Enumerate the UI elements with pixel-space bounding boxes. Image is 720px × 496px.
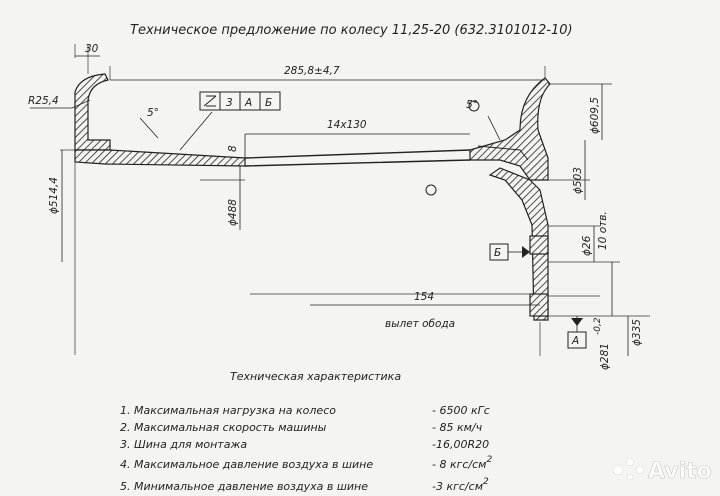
spec-value: -16,00R20 [432,438,489,451]
spec-value: - 6500 кГс [432,404,490,417]
dim-dia-609: ϕ609,5 [589,97,601,134]
datum-a-label: А [571,335,579,347]
spec-value: - 8 кгс/см2 [432,455,492,471]
spec-title: Техническая характеристика [230,370,401,383]
spec-label: 2. Максимальная скорость машины [120,421,327,434]
rim-base [74,149,246,167]
spec-value: -3 кгс/см2 [432,477,489,493]
dimension-lines [30,55,629,356]
wheel-disc [488,167,549,321]
tolerance-datum-1: А [244,97,252,109]
tolerance-datum-2: Б [265,97,272,109]
spec-label: 5. Минимальное давление воздуха в шине [120,480,368,493]
disc-hole-band [529,235,549,255]
spec-label: 1. Максимальная нагрузка на колесо [120,404,336,417]
dim-offset-8: 8 [227,145,239,152]
datum-a-triangle-icon [571,318,583,326]
dim-offset-label: вылет обода [385,318,455,330]
spec-label: 4. Максимальное давление воздуха в шине [120,458,373,471]
datum-b-arrow-icon [522,246,530,258]
dim-dia-488: ϕ488 [227,199,239,226]
tolerance-frame: 3 А Б [199,91,281,111]
dim-angle-right: 5° [466,99,478,111]
dim-dia-26: ϕ26 [581,235,593,256]
weld-mark [468,100,480,112]
weld-mark [425,184,437,196]
right-flange [469,77,551,181]
avito-watermark: Avito [612,457,712,484]
watermark-text: Avito [648,459,712,484]
tolerance-value: 3 [226,97,233,109]
runout-icon [203,95,217,107]
dim-dia-335: ϕ335 [631,319,643,346]
dim-dia-503: ϕ503 [572,167,584,194]
dim-offset-154: 154 [414,291,434,303]
spec-label: 3. Шина для монтажа [120,438,247,451]
dim-dia-281-tol: -0,2 [593,317,603,335]
construction-lines [60,44,650,356]
dim-dia-514: ϕ514,4 [48,177,60,214]
drop-center [244,149,471,167]
dim-flange-width: 30 [85,43,99,55]
dim-dia-281: ϕ281 [599,343,611,370]
spec-block: Техническая характеристика 1. Максимальн… [120,370,492,493]
dim-overall-width: 285,8±4,7 [284,65,340,77]
dim-holes-spacing: 14x130 [327,119,367,131]
dim-angle-left: 5° [147,107,159,119]
dimension-labels: 30 285,8±4,7 R25,4 5° 5° 14x130 8 ϕ514,4… [28,43,643,370]
datum-b: Б [489,243,530,261]
spec-value: - 85 км/ч [432,421,483,434]
drawing-title: Техническое предложение по колесу 11,25-… [130,23,573,38]
left-flange [74,73,111,151]
datum-a: А [567,316,587,349]
dim-holes-count: 10 отв. [597,211,609,250]
dim-radius: R25,4 [28,95,59,107]
datum-b-label: Б [494,247,501,259]
